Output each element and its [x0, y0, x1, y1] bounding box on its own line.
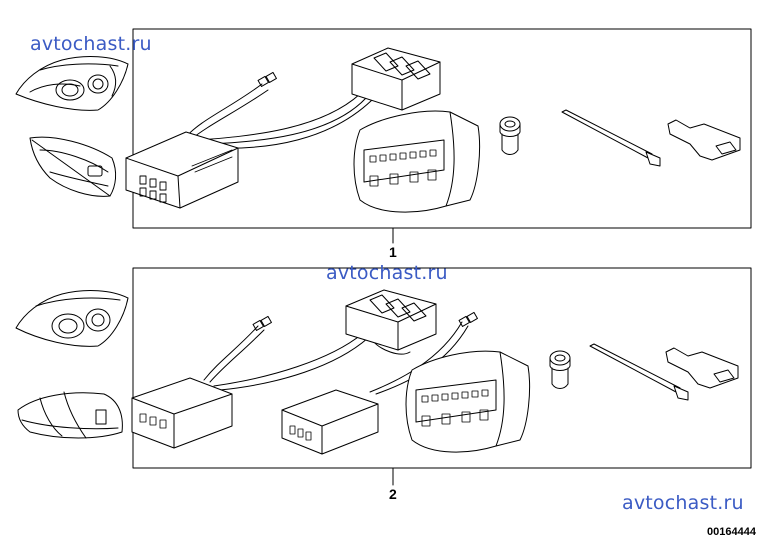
kit-2-frame	[132, 267, 752, 469]
cable-tie	[589, 343, 689, 401]
relay-module	[351, 47, 441, 111]
tail-light-icon	[17, 391, 123, 439]
clip	[665, 347, 739, 389]
multi-pin-connector	[405, 350, 531, 453]
diagram-code: 00164444	[707, 526, 756, 538]
headlight-icon	[15, 56, 129, 111]
tail-light-icon	[29, 136, 117, 197]
watermark: avtochast.ru	[326, 262, 448, 284]
watermark: avtochast.ru	[30, 33, 152, 55]
callout-2: 2	[389, 486, 397, 502]
headlight-icon	[15, 290, 129, 347]
grommet	[549, 350, 571, 389]
kit-1-frame	[132, 28, 752, 229]
connector-block	[281, 389, 379, 455]
cable-tie	[561, 109, 661, 167]
connector-block	[125, 131, 239, 209]
clip	[667, 119, 741, 161]
relay-module	[345, 289, 437, 351]
wiring-harness	[184, 71, 373, 149]
watermark: avtochast.ru	[622, 492, 744, 514]
callout-1: 1	[389, 244, 397, 260]
multi-pin-connector	[353, 110, 481, 213]
wiring-harness	[203, 311, 478, 395]
grommet	[499, 116, 521, 155]
connector-block	[131, 377, 233, 449]
